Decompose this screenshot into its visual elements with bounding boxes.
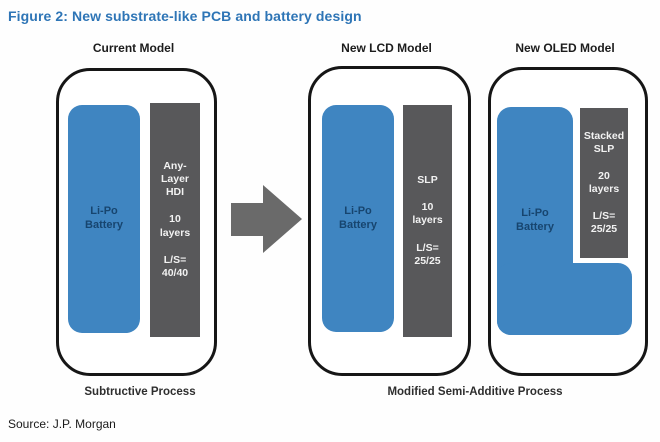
pcb-name: Stacked SLP	[583, 129, 625, 155]
battery-label-line1: Li-Po	[521, 207, 549, 220]
pcb-line-spacing: L/S= 40/40	[161, 253, 189, 279]
battery-label-line2: Battery	[85, 219, 123, 231]
pcb-current-anylayer-hdi: Any- Layer HDI 10 layers L/S= 40/40	[150, 103, 200, 337]
right-arrow-head-icon	[263, 185, 302, 253]
pcb-lcd-slp: SLP 10 layers L/S= 25/25	[403, 105, 452, 337]
figure-title: Figure 2: New substrate-like PCB and bat…	[8, 8, 362, 24]
pcb-name: SLP	[417, 174, 438, 187]
battery-label: Li-Po Battery	[339, 205, 377, 233]
process-label-subtractive: Subtructive Process	[84, 386, 196, 398]
battery-label-line2: Battery	[516, 221, 554, 233]
pcb-line-spacing: L/S= 25/25	[414, 241, 441, 267]
battery-label: Li-Po Battery	[516, 207, 554, 235]
battery-label-line1: Li-Po	[344, 204, 372, 217]
battery-lcd: Li-Po Battery	[322, 105, 394, 332]
battery-label-line1: Li-Po	[90, 205, 118, 218]
pcb-layers: 20 layers	[588, 169, 620, 195]
pcb-oled-stacked-slp: Stacked SLP 20 layers L/S= 25/25	[580, 108, 628, 258]
pcb-name: Any- Layer HDI	[160, 160, 190, 199]
panel-label-new-lcd-model: New LCD Model	[341, 41, 432, 55]
pcb-layers: 10 layers	[412, 201, 443, 227]
process-label-msap: Modified Semi-Additive Process	[387, 386, 563, 398]
battery-oled-label-area: Li-Po Battery	[497, 107, 573, 335]
panel-label-current-model: Current Model	[92, 41, 175, 55]
battery-label: Li-Po Battery	[85, 205, 123, 233]
pcb-line-spacing: L/S= 25/25	[590, 210, 618, 236]
battery-label-line2: Battery	[339, 218, 377, 231]
right-arrow-icon	[231, 203, 265, 236]
pcb-layers: 10 layers	[159, 213, 191, 239]
phone-outline-oled: Li-Po Battery Stacked SLP 20 layers L/S=…	[488, 67, 648, 376]
source-note: Source: J.P. Morgan	[8, 417, 116, 431]
panel-label-new-oled-model: New OLED Model	[515, 41, 615, 55]
phone-outline-current: Li-Po Battery Any- Layer HDI 10 layers L…	[56, 68, 217, 376]
battery-current: Li-Po Battery	[68, 105, 140, 333]
battery-oled-horizontal-segment	[497, 263, 632, 335]
phone-outline-lcd: Li-Po Battery SLP 10 layers L/S= 25/25	[308, 66, 471, 376]
